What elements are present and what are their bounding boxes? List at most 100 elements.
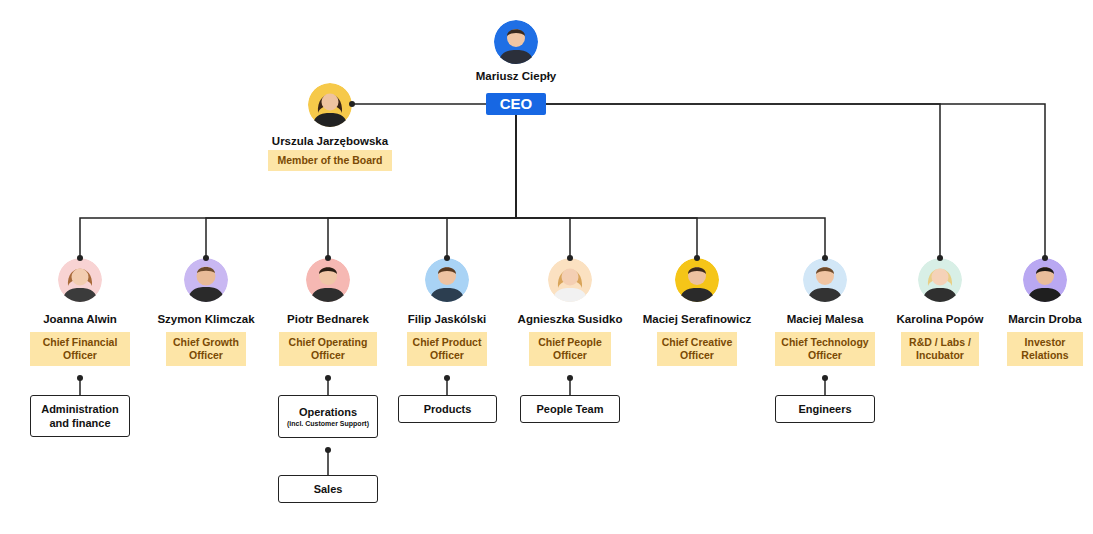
person-name: Joanna Alwin bbox=[43, 312, 117, 326]
connector-line bbox=[516, 115, 697, 258]
team-name: Products bbox=[424, 402, 472, 416]
person-name: Piotr Bednarek bbox=[287, 312, 369, 326]
avatar-face bbox=[932, 269, 949, 286]
title-badge: Chief People Officer bbox=[529, 332, 611, 366]
title-badge: Chief Creative Officer bbox=[657, 332, 737, 366]
connector-line bbox=[206, 115, 516, 258]
avatar-face bbox=[72, 269, 89, 286]
avatar bbox=[675, 258, 719, 304]
person-name: Mariusz Ciepły bbox=[476, 69, 557, 83]
person-name: Marcin Droba bbox=[1008, 312, 1082, 326]
connector-dot bbox=[822, 255, 828, 261]
person-card: Piotr BednarekChief Operating Officer bbox=[306, 258, 350, 366]
avatar-hair bbox=[438, 267, 456, 274]
avatar-body bbox=[679, 288, 715, 304]
connector-line bbox=[447, 115, 516, 258]
avatar-face bbox=[438, 267, 456, 285]
person-name: Karolina Popów bbox=[897, 312, 984, 326]
title-badge: Investor Relations bbox=[1007, 332, 1083, 366]
avatar-body bbox=[552, 288, 588, 304]
job-title: Chief Financial Officer bbox=[34, 336, 126, 362]
person-card: Maciej MalesaChief Technology Officer bbox=[803, 258, 847, 366]
connector-dot bbox=[822, 375, 828, 381]
connector bbox=[516, 115, 828, 261]
connector bbox=[444, 375, 450, 395]
connector-layer bbox=[77, 101, 1048, 475]
job-title: Chief Growth Officer bbox=[170, 336, 242, 362]
connector-line bbox=[546, 104, 1045, 258]
avatar bbox=[58, 258, 102, 304]
avatar-face bbox=[319, 267, 337, 285]
team-box: Products bbox=[398, 395, 497, 423]
connector bbox=[567, 375, 573, 395]
team-name: People Team bbox=[536, 402, 603, 416]
connector bbox=[325, 447, 331, 475]
avatar bbox=[425, 258, 469, 304]
connector bbox=[516, 115, 700, 261]
team-box: Sales bbox=[278, 475, 378, 503]
avatar-face bbox=[507, 29, 525, 47]
connector-dot bbox=[349, 101, 355, 107]
connector bbox=[349, 101, 486, 107]
title-badge: Chief Technology Officer bbox=[775, 332, 875, 366]
connector bbox=[546, 104, 943, 261]
title-badge: Chief Growth Officer bbox=[166, 332, 246, 366]
connector-dot bbox=[325, 255, 331, 261]
job-title: Chief People Officer bbox=[533, 336, 607, 362]
team-box: Operations(incl. Customer Support) bbox=[278, 395, 378, 438]
avatar-hair bbox=[1036, 267, 1054, 274]
title-badge: R&D / Labs / Incubator bbox=[901, 332, 979, 366]
person-card: Filip JaskólskiChief Product Officer bbox=[425, 258, 469, 366]
person-card: Marcin DrobaInvestor Relations bbox=[1023, 258, 1067, 366]
avatar-face bbox=[322, 94, 339, 111]
job-title: Chief Creative Officer bbox=[661, 336, 733, 362]
avatar-face bbox=[688, 267, 706, 285]
person-name: Agnieszka Susidko bbox=[518, 312, 623, 326]
team-box: Engineers bbox=[775, 395, 875, 423]
job-title: R&D / Labs / Incubator bbox=[905, 336, 975, 362]
avatar-body bbox=[1027, 288, 1063, 304]
connector bbox=[203, 115, 516, 261]
person-card: Mariusz CiepłyCEO bbox=[486, 20, 546, 115]
avatar-body bbox=[310, 288, 346, 304]
avatar bbox=[918, 258, 962, 304]
person-card: Agnieszka SusidkoChief People Officer bbox=[548, 258, 592, 366]
avatar bbox=[494, 20, 538, 66]
title-badge: Chief Financial Officer bbox=[30, 332, 130, 366]
connector-dot bbox=[203, 255, 209, 261]
team-name: Administration and finance bbox=[34, 402, 126, 430]
person-card: Joanna AlwinChief Financial Officer bbox=[58, 258, 102, 366]
avatar-hair bbox=[928, 269, 952, 286]
connector-line bbox=[516, 115, 825, 258]
avatar-hair bbox=[558, 269, 582, 288]
connector-line bbox=[352, 103, 486, 105]
avatar-body bbox=[498, 50, 534, 66]
connector-dot bbox=[444, 255, 450, 261]
team-box: Administration and finance bbox=[30, 395, 130, 437]
avatar-hair bbox=[816, 267, 834, 274]
avatar-body bbox=[62, 288, 98, 304]
avatar-hair bbox=[68, 269, 92, 286]
person-name: Maciej Serafinowicz bbox=[643, 312, 752, 326]
job-title: Chief Technology Officer bbox=[779, 336, 871, 362]
avatar-face bbox=[816, 267, 834, 285]
connector-dot bbox=[694, 255, 700, 261]
avatar bbox=[548, 258, 592, 304]
connector-line bbox=[516, 115, 570, 258]
person-card: Urszula JarzębowskaMember of the Board bbox=[308, 83, 352, 171]
connector bbox=[77, 115, 516, 261]
connector-dot bbox=[567, 255, 573, 261]
avatar-body bbox=[922, 288, 958, 304]
team-name: Operations bbox=[299, 405, 357, 419]
title-badge: Chief Operating Officer bbox=[279, 332, 377, 366]
connector bbox=[77, 375, 83, 395]
person-name: Maciej Malesa bbox=[787, 312, 864, 326]
avatar-face bbox=[562, 269, 579, 286]
team-box: People Team bbox=[520, 395, 620, 423]
avatar bbox=[1023, 258, 1067, 304]
connector-dot bbox=[937, 255, 943, 261]
avatar-hair bbox=[507, 29, 525, 36]
avatar-body bbox=[312, 113, 348, 129]
connector-line bbox=[80, 115, 516, 258]
job-title: Investor Relations bbox=[1011, 336, 1079, 362]
